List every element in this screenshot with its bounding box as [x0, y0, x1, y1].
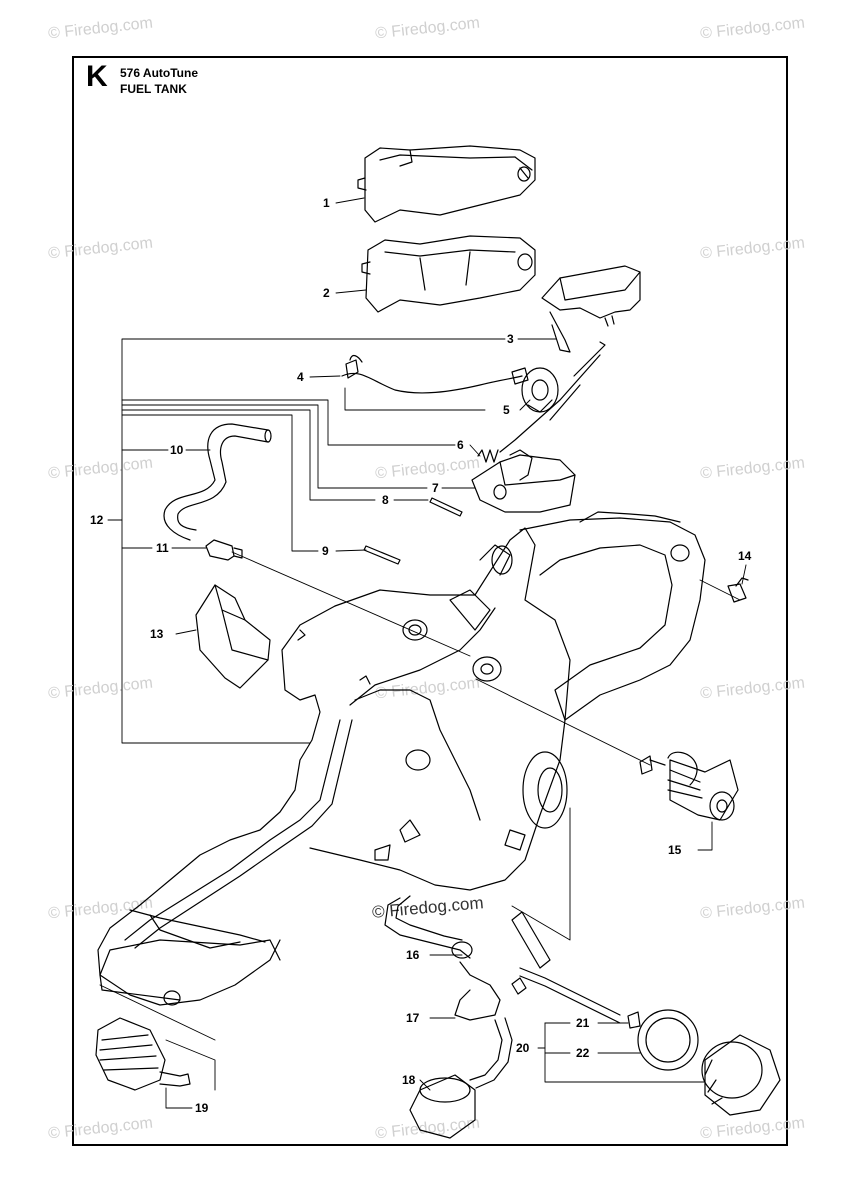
diagram-frame: [72, 56, 788, 1146]
part-1-cover-upper: [357, 145, 536, 223]
part-5-throttle-trigger: [521, 341, 606, 421]
callout-14: 14: [738, 549, 752, 563]
callout-18: 18: [402, 1073, 416, 1087]
callout-21: 21: [576, 1016, 590, 1030]
leader-lines: [99, 197, 747, 1109]
callout-15: 15: [668, 843, 682, 857]
callout-22: 22: [576, 1046, 590, 1060]
callout-19: 19: [195, 1101, 209, 1115]
part-18-fuel-filter: [409, 1074, 476, 1139]
callout-4: 4: [297, 370, 304, 384]
part-16-hose-grommet: [384, 895, 473, 959]
part-4-throttle-rod: [341, 354, 529, 394]
part-6-spring: [477, 354, 601, 463]
callout-labels: 1 2 3 4 5 6 7 8 9 10 11 12 13 14 15 16 1…: [90, 196, 752, 1115]
part-17-fuel-hose: [454, 961, 513, 1089]
model-title: 576 AutoTune: [120, 66, 199, 80]
callout-13: 13: [150, 627, 164, 641]
part-14-screw: [727, 577, 749, 603]
fuel-tank-body: [97, 511, 706, 1006]
callout-16: 16: [406, 948, 420, 962]
part-2-cover-lower: [361, 235, 536, 313]
callout-6: 6: [457, 438, 464, 452]
callout-11: 11: [156, 541, 169, 555]
callout-1: 1: [323, 196, 330, 210]
callout-2: 2: [323, 286, 330, 300]
part-8-pin: [429, 497, 463, 517]
callout-8: 8: [382, 493, 389, 507]
part-22-seal: [637, 1009, 699, 1071]
callout-10: 10: [170, 443, 184, 457]
part-13-deflector: [195, 584, 271, 689]
part-10-hose: [163, 423, 272, 541]
callout-3: 3: [507, 332, 514, 346]
callout-17: 17: [406, 1011, 420, 1025]
callout-20: 20: [516, 1041, 530, 1055]
callout-7: 7: [432, 481, 439, 495]
part-21-strap: [511, 911, 641, 1029]
callout-12: 12: [90, 513, 104, 527]
sheet-letter: K: [86, 60, 108, 93]
part-15-av-spring: [639, 751, 739, 821]
section-title: FUEL TANK: [120, 82, 187, 96]
part-9-pin: [363, 545, 401, 565]
part-11-fitting: [205, 539, 243, 561]
fuel-cap: [701, 1034, 781, 1116]
callout-5: 5: [503, 403, 510, 417]
part-19-av-spring: [95, 1017, 191, 1091]
callout-9: 9: [322, 544, 329, 558]
part-3-throttle-lock: [541, 265, 641, 353]
part-7-trigger-housing: [471, 449, 576, 513]
